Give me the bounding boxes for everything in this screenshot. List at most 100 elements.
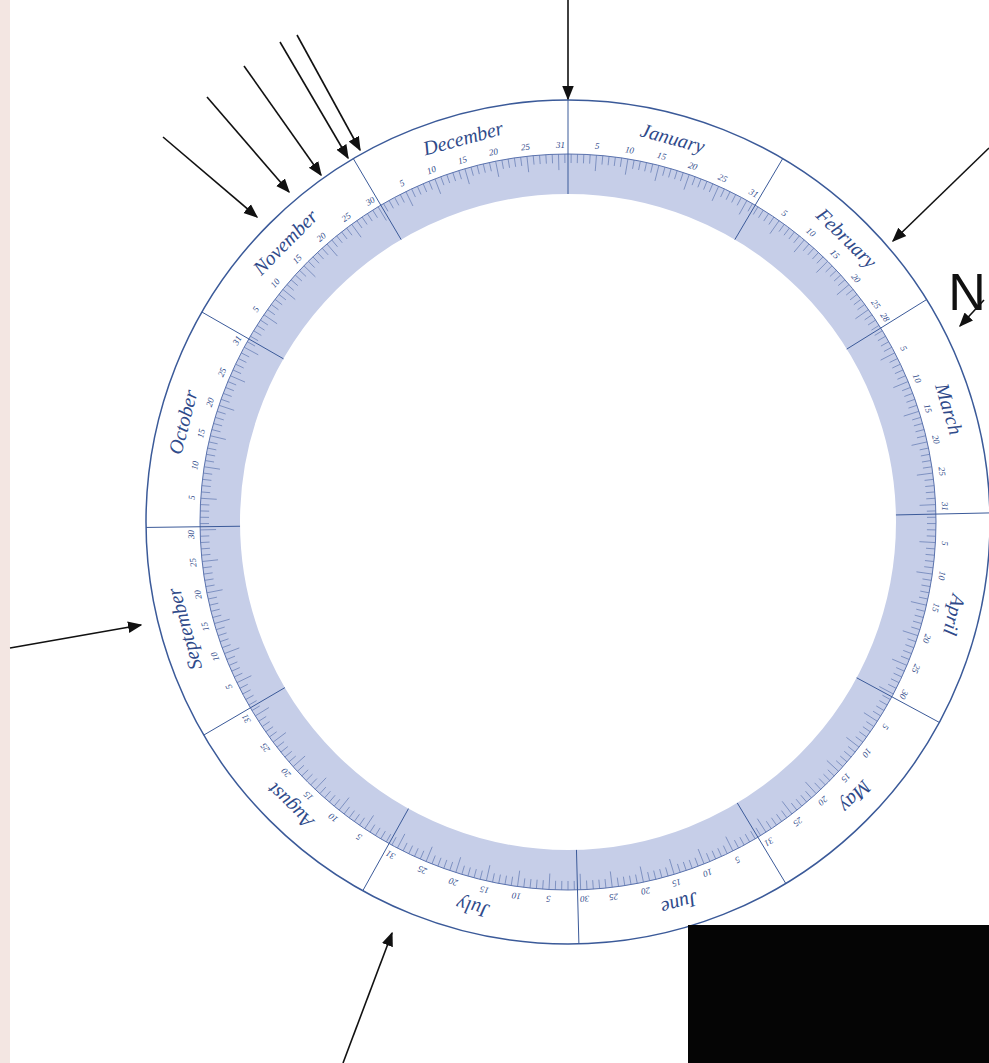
- day-tick: [683, 862, 686, 871]
- day-tick: [215, 417, 224, 420]
- day-tick: [218, 633, 227, 636]
- day-tick: [423, 184, 427, 192]
- day-number: 15: [930, 602, 941, 613]
- day-tick: [204, 573, 213, 574]
- day-tick: [816, 261, 827, 272]
- day-tick: [200, 517, 209, 518]
- day-tick: [784, 228, 789, 235]
- day-tick: [236, 364, 244, 368]
- day-tick: [589, 155, 591, 164]
- day-number: 20: [193, 589, 204, 600]
- day-tick: [633, 160, 635, 169]
- day-tick: [834, 275, 841, 281]
- month-divider: [857, 678, 940, 723]
- day-tick: [663, 167, 665, 176]
- day-tick: [577, 154, 578, 163]
- day-tick: [902, 387, 910, 390]
- day-tick: [527, 156, 529, 172]
- day-tick: [397, 834, 404, 848]
- day-tick: [639, 161, 641, 170]
- day-number: 5: [224, 683, 234, 691]
- day-tick: [838, 280, 845, 286]
- day-number: 15: [303, 790, 316, 803]
- day-tick: [329, 795, 335, 802]
- day-tick: [598, 880, 600, 889]
- day-number: 10: [511, 890, 521, 900]
- day-number: 25: [791, 815, 804, 828]
- day-tick: [216, 627, 225, 630]
- day-tick: [651, 164, 653, 173]
- day-tick: [237, 676, 251, 683]
- day-tick: [220, 639, 229, 642]
- pointer-arrow: [280, 42, 348, 158]
- day-number: 20: [315, 231, 328, 244]
- day-tick: [564, 154, 565, 163]
- day-tick: [830, 270, 837, 276]
- day-tick: [819, 779, 825, 785]
- day-tick: [227, 656, 235, 659]
- day-number: 25: [188, 558, 198, 568]
- day-number: 25: [417, 864, 429, 876]
- day-tick: [881, 353, 895, 360]
- month-divider: [568, 100, 569, 194]
- day-tick: [796, 799, 802, 806]
- day-tick: [406, 192, 413, 206]
- day-tick: [206, 454, 215, 456]
- day-tick: [844, 751, 851, 757]
- day-tick: [230, 376, 245, 382]
- day-tick: [926, 491, 935, 493]
- day-tick: [468, 867, 470, 876]
- day-tick: [892, 364, 900, 368]
- day-tick: [409, 846, 413, 854]
- day-tick: [201, 491, 210, 493]
- day-number: 31: [747, 188, 759, 200]
- day-tick: [205, 461, 214, 463]
- day-tick: [884, 347, 892, 351]
- day-number: 15: [200, 621, 211, 632]
- day-tick: [629, 876, 631, 885]
- day-tick: [926, 498, 935, 500]
- day-number: 10: [804, 227, 817, 240]
- day-tick: [920, 448, 929, 450]
- day-tick: [808, 248, 814, 255]
- day-number: 15: [291, 253, 304, 266]
- day-tick: [684, 175, 689, 190]
- day-tick: [921, 454, 930, 456]
- day-tick: [225, 387, 233, 390]
- day-number: 25: [870, 298, 883, 311]
- day-tick: [905, 645, 913, 648]
- day-tick: [202, 485, 211, 487]
- day-tick: [923, 467, 932, 468]
- day-tick: [283, 289, 295, 299]
- day-number: 10: [911, 372, 923, 384]
- day-tick: [200, 535, 209, 536]
- day-tick: [920, 504, 936, 506]
- day-tick: [580, 874, 582, 890]
- day-tick: [234, 673, 242, 677]
- day-tick: [269, 732, 276, 737]
- day-tick: [517, 871, 519, 887]
- day-tick: [669, 169, 672, 178]
- outer-circle: [146, 100, 989, 944]
- day-tick: [483, 164, 485, 173]
- day-tick: [389, 200, 393, 208]
- day-tick: [426, 847, 432, 862]
- day-tick: [864, 713, 877, 722]
- day-tick: [306, 774, 312, 780]
- day-number: 20: [931, 435, 942, 446]
- day-tick: [925, 479, 934, 480]
- background-strip: [0, 0, 10, 1063]
- day-tick: [210, 603, 219, 605]
- day-tick: [208, 597, 217, 599]
- day-tick: [695, 858, 698, 866]
- day-tick: [698, 849, 704, 864]
- day-tick: [873, 711, 881, 716]
- day-tick: [614, 157, 615, 166]
- day-tick: [846, 737, 859, 747]
- day-tick: [759, 210, 764, 218]
- day-tick: [502, 160, 504, 169]
- day-number: 31: [940, 502, 949, 511]
- day-tick: [289, 756, 296, 762]
- month-divider: [146, 526, 240, 527]
- day-tick: [558, 154, 559, 170]
